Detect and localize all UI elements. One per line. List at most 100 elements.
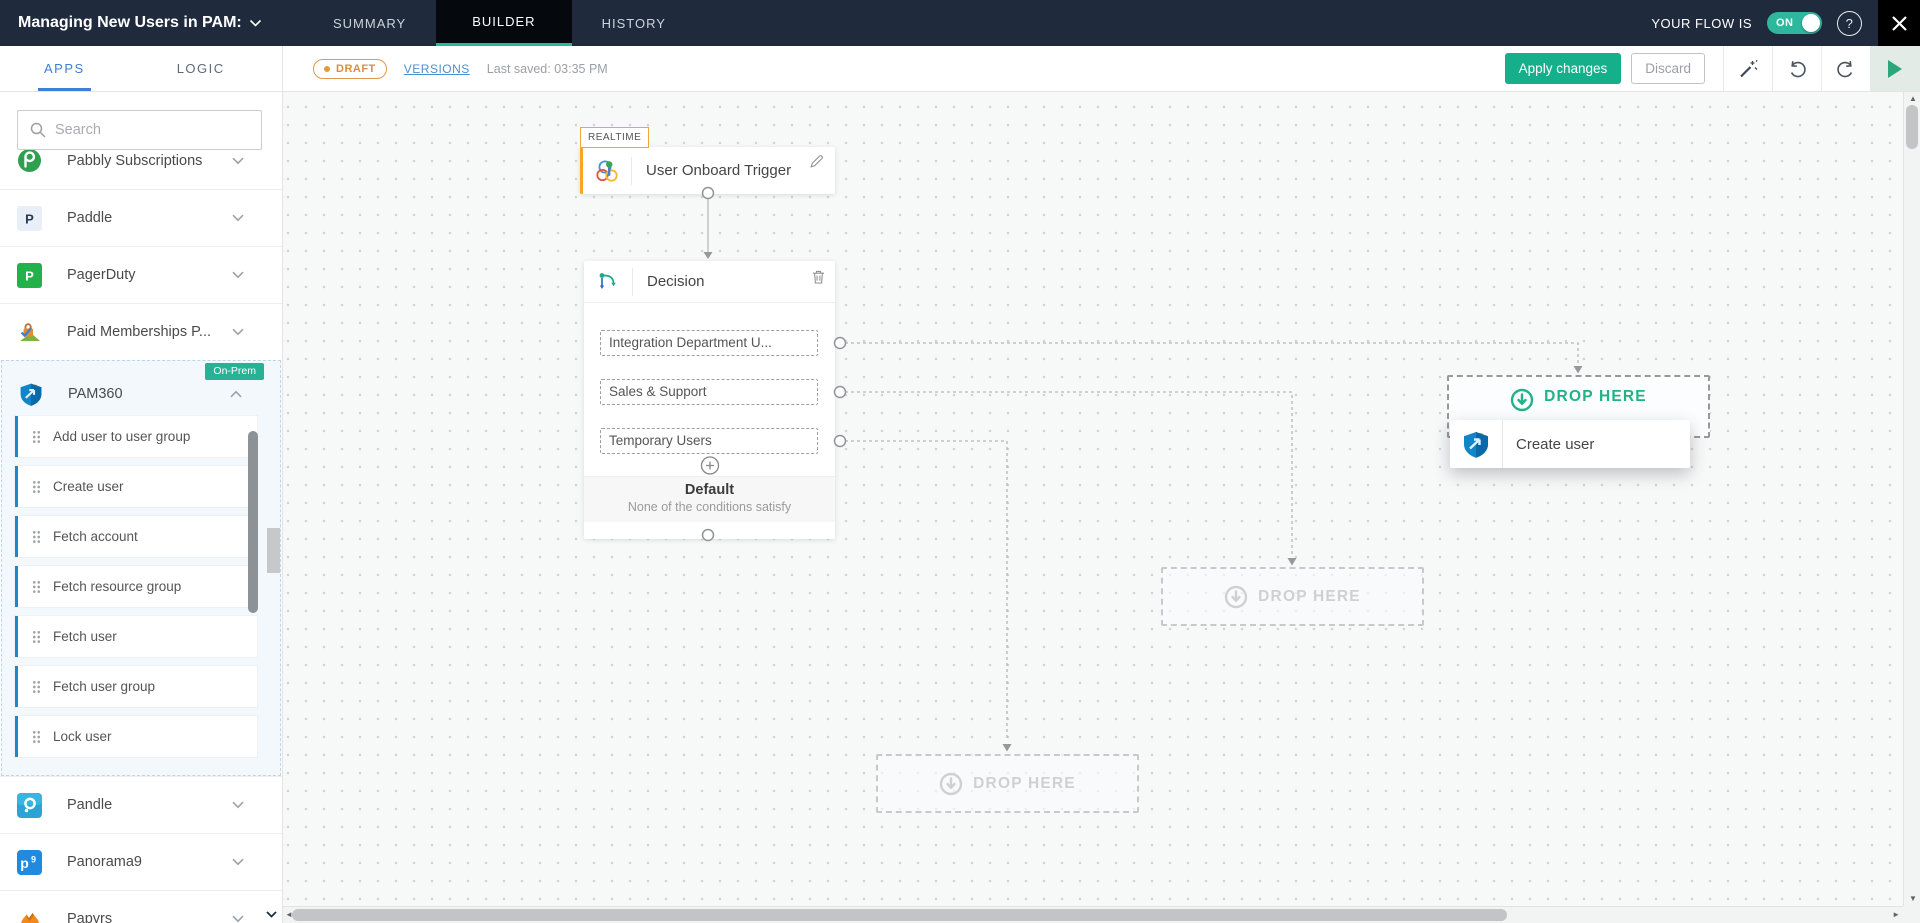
trigger-title: User Onboard Trigger: [646, 162, 792, 179]
toolbar-status: DRAFT VERSIONS Last saved: 03:35 PM: [283, 46, 608, 91]
redo-icon: [1837, 60, 1853, 77]
chevron-down-icon: [232, 858, 244, 866]
sidebar-app-pandle[interactable]: Pandle: [0, 776, 282, 833]
scroll-left-arrow[interactable]: ◄: [285, 910, 293, 919]
drag-handle-icon: [32, 429, 41, 444]
sidebar-app-paddle[interactable]: P Paddle: [0, 189, 282, 246]
decision-default-branch[interactable]: Default None of the conditions satisfy: [584, 476, 835, 522]
draft-dot-icon: [324, 65, 330, 72]
top-bar: Managing New Users in PAM: SUMMARY BUILD…: [0, 0, 1920, 46]
drop-here-label: DROP HERE: [1544, 388, 1647, 405]
divider: [1772, 46, 1773, 91]
paidmember-app-icon: [17, 320, 44, 345]
tab-apps[interactable]: APPS: [38, 46, 91, 91]
chevron-up-icon: [230, 390, 242, 398]
drag-handle-icon: [32, 679, 41, 694]
action-label: Fetch user group: [53, 679, 156, 694]
divider: [1502, 420, 1503, 468]
app-name: Papyrs: [67, 911, 113, 923]
condition-integration-department-u[interactable]: Integration Department U...: [600, 330, 818, 356]
drag-handle-icon: [32, 729, 41, 744]
tab-builder[interactable]: BUILDER: [436, 0, 572, 46]
versions-link[interactable]: VERSIONS: [403, 61, 470, 76]
drop-arrow-icon: [1510, 388, 1534, 412]
drop-zone-3[interactable]: DROP HERE: [876, 754, 1139, 813]
action-label: Fetch user: [53, 629, 117, 644]
canvas-vertical-scrollbar[interactable]: ▲ ▼: [1903, 92, 1920, 906]
pandle-app-icon: [17, 792, 44, 818]
sidebar-scroll-down-button[interactable]: [261, 905, 281, 923]
action-label: Fetch account: [53, 529, 138, 544]
close-button[interactable]: [1878, 0, 1920, 46]
pam-action-fetch-user[interactable]: Fetch user: [15, 616, 257, 657]
tab-summary[interactable]: SUMMARY: [333, 15, 407, 31]
trigger-node[interactable]: User Onboard Trigger: [580, 147, 835, 194]
redo-button[interactable]: [1822, 46, 1870, 91]
pam-action-create-user[interactable]: Create user: [15, 466, 257, 507]
help-icon[interactable]: ?: [1837, 10, 1862, 36]
canvas-horizontal-scrollbar[interactable]: ◄ ►: [283, 906, 1903, 923]
tab-history[interactable]: HISTORY: [601, 15, 666, 31]
pam-action-fetch-account[interactable]: Fetch account: [15, 516, 257, 557]
discard-button[interactable]: Discard: [1631, 53, 1705, 84]
undo-button[interactable]: [1773, 46, 1821, 91]
pam-action-add-user-to-user-group[interactable]: Add user to user group: [15, 416, 257, 457]
webhook-trigger-icon: [583, 157, 631, 184]
svg-text:P: P: [25, 211, 34, 226]
svg-text:9: 9: [31, 854, 36, 864]
topbar-right: YOUR FLOW IS ON ?: [1651, 0, 1878, 46]
chevron-down-icon: [232, 801, 244, 809]
scroll-right-arrow[interactable]: ►: [1892, 910, 1900, 919]
flow-canvas[interactable]: REALTIME User Onboard Trigger: [283, 92, 1920, 923]
pam-action-fetch-resource-group[interactable]: Fetch resource group: [15, 566, 257, 607]
pam-action-fetch-user-group[interactable]: Fetch user group: [15, 666, 257, 707]
magic-wand-button[interactable]: [1724, 46, 1772, 91]
dragged-card-label: Create user: [1516, 435, 1595, 453]
pam-action-lock-user[interactable]: Lock user: [15, 716, 257, 757]
delete-trash-icon[interactable]: [812, 270, 825, 289]
draft-badge: DRAFT: [313, 58, 387, 79]
drop-zone-2[interactable]: DROP HERE: [1161, 567, 1424, 626]
flow-title[interactable]: Managing New Users in PAM:: [0, 0, 283, 46]
decision-node[interactable]: Decision Integration Department U... Sale…: [584, 261, 835, 539]
action-label: Create user: [53, 479, 124, 494]
apply-changes-button[interactable]: Apply changes: [1504, 53, 1622, 84]
action-label: Lock user: [53, 729, 112, 744]
sidebar-app-paid-memberships-p[interactable]: Paid Memberships P...: [0, 303, 282, 360]
svg-text:p: p: [20, 855, 29, 871]
drop-arrow-icon: [939, 772, 963, 795]
paddle-app-icon: P: [17, 205, 44, 231]
horizontal-scroll-thumb[interactable]: [292, 909, 1507, 921]
app-name: PAM360: [68, 386, 123, 402]
default-branch-title: Default: [684, 482, 735, 498]
drag-handle-icon: [32, 579, 41, 594]
tab-logic[interactable]: LOGIC: [176, 61, 225, 76]
test-run-button[interactable]: [1870, 46, 1920, 91]
last-saved-text: Last saved: 03:35 PM: [486, 61, 608, 76]
scroll-up-arrow[interactable]: ▲: [1909, 94, 1917, 103]
search-input[interactable]: [55, 122, 240, 138]
add-condition-button[interactable]: [700, 456, 719, 475]
svg-text:P: P: [25, 268, 34, 283]
dragged-create-user-card[interactable]: Create user: [1450, 420, 1690, 468]
vertical-scroll-thumb[interactable]: [1906, 105, 1918, 149]
scroll-down-arrow[interactable]: ▼: [1909, 894, 1917, 903]
condition-temporary-users[interactable]: Temporary Users: [600, 428, 818, 454]
drop-arrow-icon: [1224, 585, 1248, 608]
flow-on-toggle[interactable]: ON: [1767, 12, 1822, 34]
edit-pencil-icon[interactable]: [809, 154, 824, 174]
close-icon: [1891, 15, 1907, 31]
decision-title: Decision: [647, 273, 705, 290]
app-name: Paddle: [67, 210, 113, 226]
action-label: Add user to user group: [53, 429, 191, 444]
sidebar-scrollbar-thumb[interactable]: [267, 528, 280, 573]
pam-actions-scrollbar-thumb[interactable]: [248, 431, 258, 613]
condition-sales-support[interactable]: Sales & Support: [600, 379, 818, 405]
drag-handle-icon: [32, 629, 41, 644]
sidebar-app-papyrs[interactable]: Papyrs: [0, 890, 282, 923]
pagerduty-app-icon: P: [17, 262, 44, 288]
sidebar-app-pam360[interactable]: PAM360: [2, 374, 280, 414]
